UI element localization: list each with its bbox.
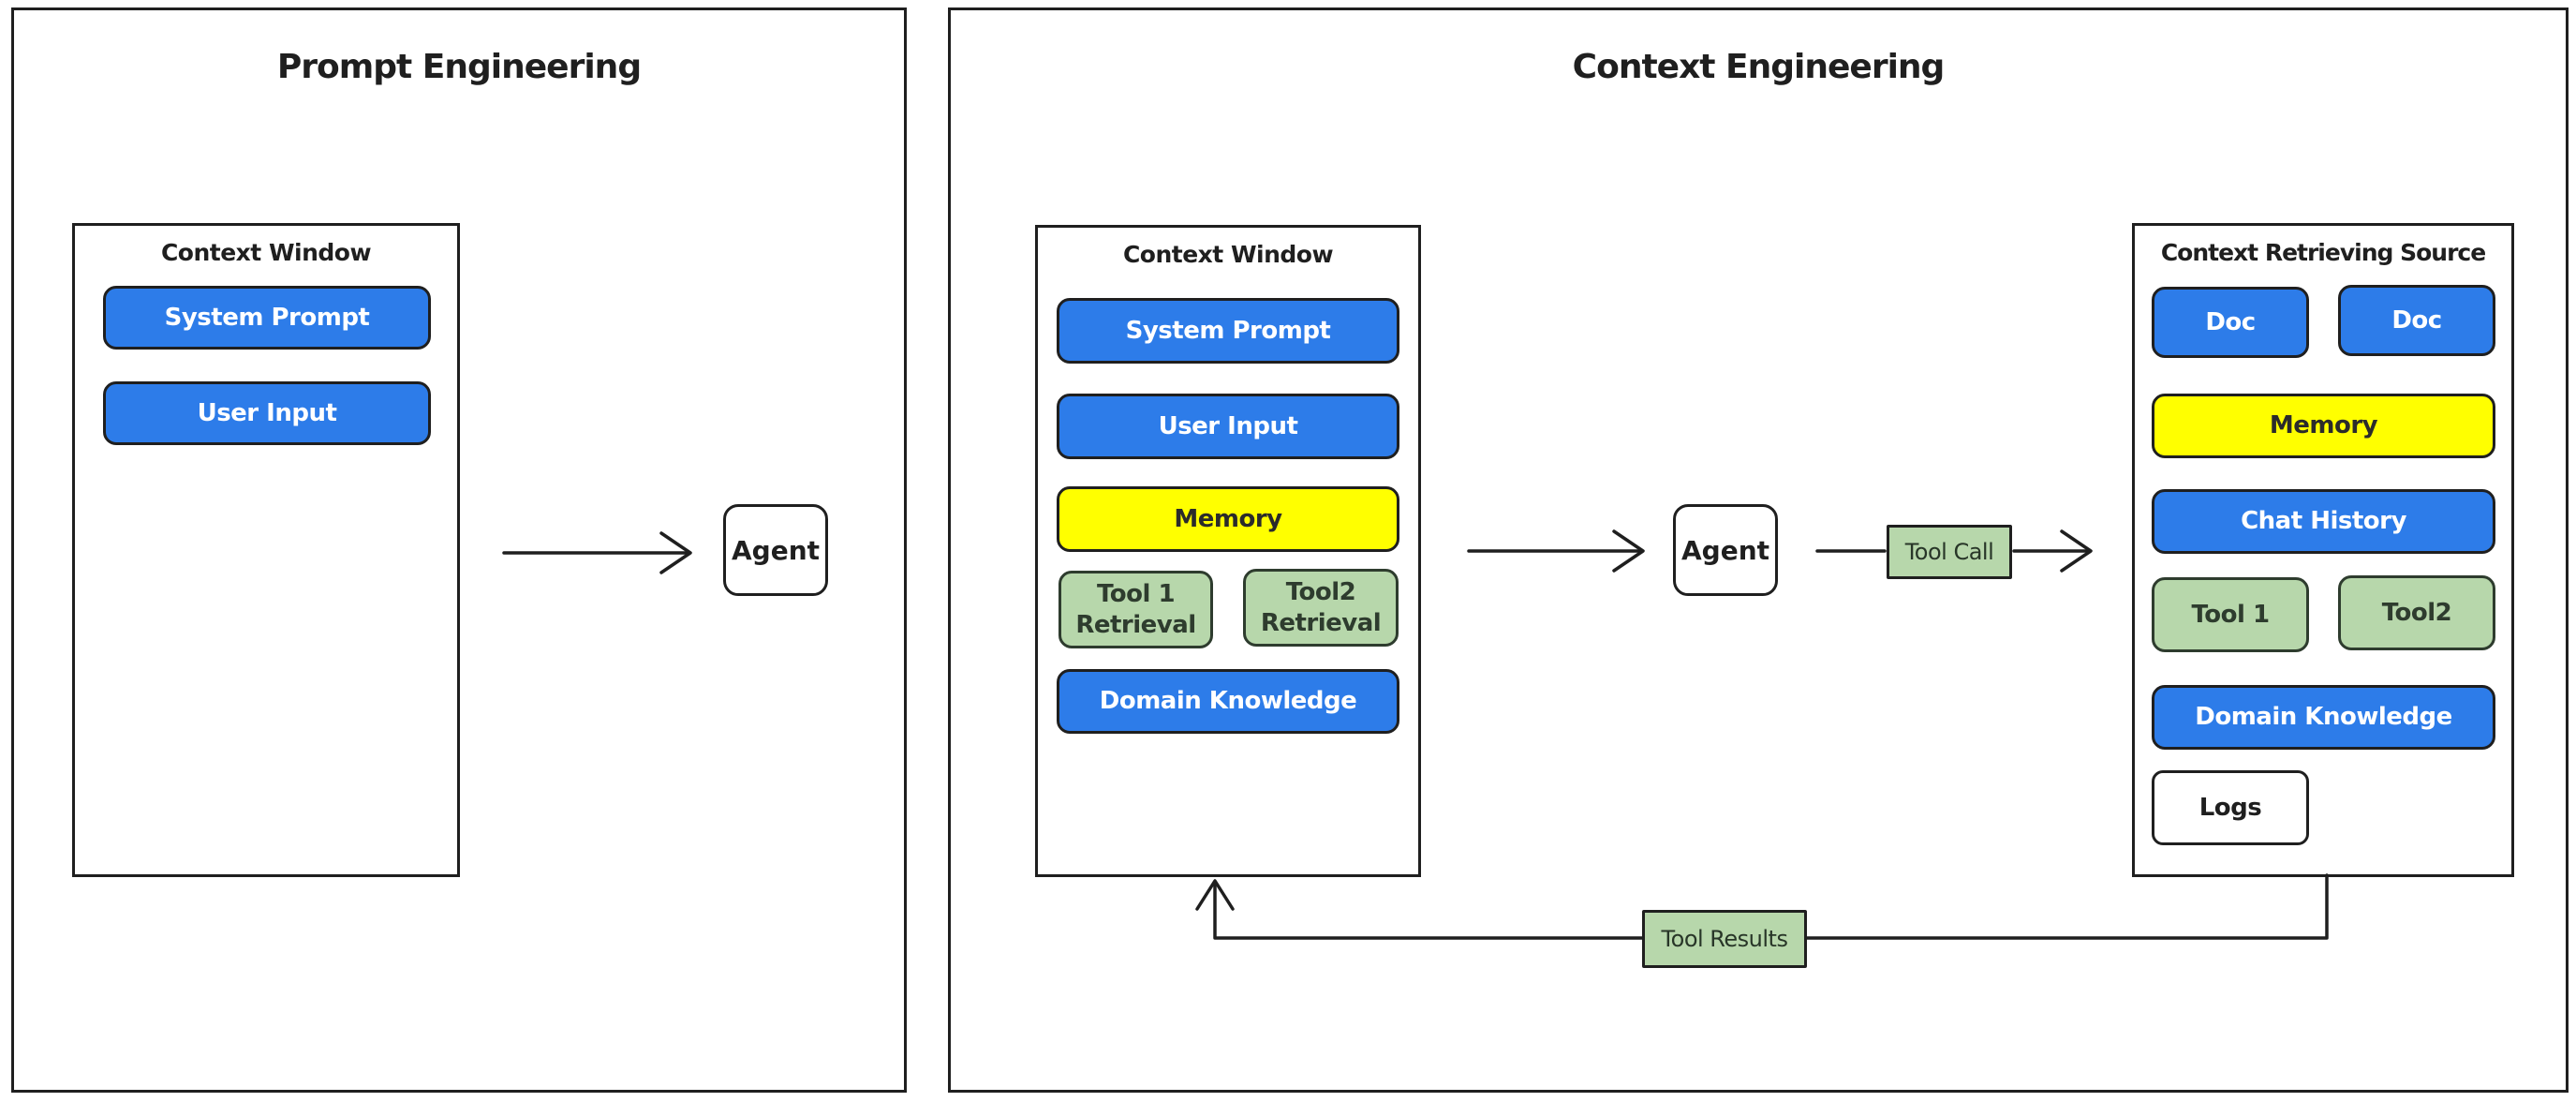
- doc-box-2: Doc: [2338, 285, 2495, 356]
- domain-knowledge-source-label: Domain Knowledge: [2195, 703, 2452, 732]
- context-retrieving-source-panel: Context Retrieving Source Doc Doc Memory…: [2132, 223, 2514, 877]
- user-input-label: User Input: [197, 398, 337, 427]
- context-window-left: Context Window System Prompt User Input: [72, 223, 460, 877]
- system-prompt-box: System Prompt: [103, 286, 431, 350]
- logs-label: Logs: [2198, 793, 2262, 822]
- context-window-left-title: Context Window: [160, 239, 372, 266]
- tool-results-label: Tool Results: [1661, 926, 1788, 952]
- logs-box: Logs: [2152, 770, 2309, 845]
- user-input-box: User Input: [103, 381, 431, 445]
- tool2-retrieval-label: Tool2 Retrieval: [1260, 578, 1382, 637]
- domain-knowledge-source-box: Domain Knowledge: [2152, 685, 2495, 750]
- tool-call-label: Tool Call: [1904, 539, 1994, 565]
- memory-source-label: Memory: [2269, 411, 2378, 440]
- user-input-box: User Input: [1057, 394, 1399, 459]
- memory-label: Memory: [1174, 504, 1282, 533]
- tool1-box: Tool 1: [2152, 577, 2309, 652]
- system-prompt-box: System Prompt: [1057, 298, 1399, 364]
- prompt-engineering-title: Prompt Engineering: [276, 48, 642, 86]
- chat-history-box: Chat History: [2152, 489, 2495, 554]
- agent-left-label: Agent: [731, 534, 821, 566]
- doc-box-1: Doc: [2152, 287, 2309, 358]
- chat-history-label: Chat History: [2241, 507, 2406, 536]
- tool2-box: Tool2: [2338, 575, 2495, 650]
- context-window-right-title: Context Window: [1122, 241, 1334, 268]
- tool1-label: Tool 1: [2191, 600, 2270, 629]
- domain-knowledge-box: Domain Knowledge: [1057, 669, 1399, 734]
- prompt-engineering-panel: Prompt Engineering Context Window System…: [11, 7, 907, 1093]
- doc1-label: Doc: [2205, 307, 2256, 336]
- tool-call-box: Tool Call: [1887, 525, 2012, 579]
- domain-knowledge-label: Domain Knowledge: [1099, 687, 1357, 716]
- context-engineering-title: Context Engineering: [1572, 48, 1946, 86]
- agent-right-label: Agent: [1680, 534, 1770, 566]
- tool1-retrieval-box: Tool 1 Retrieval: [1059, 571, 1213, 648]
- memory-box: Memory: [1057, 486, 1399, 552]
- system-prompt-label: System Prompt: [1125, 316, 1331, 345]
- agent-box-right: Agent: [1673, 504, 1778, 596]
- tool-results-box: Tool Results: [1642, 910, 1807, 968]
- context-retrieving-source-title: Context Retrieving Source: [2160, 239, 2486, 266]
- agent-box-left: Agent: [723, 504, 828, 596]
- tool1-retrieval-label: Tool 1 Retrieval: [1075, 580, 1196, 639]
- tool2-label: Tool2: [2381, 598, 2452, 627]
- user-input-label: User Input: [1158, 411, 1298, 440]
- system-prompt-label: System Prompt: [164, 303, 370, 332]
- context-engineering-panel: Context Engineering Context Window Syste…: [948, 7, 2569, 1093]
- tool2-retrieval-box: Tool2 Retrieval: [1243, 569, 1399, 647]
- doc2-label: Doc: [2391, 305, 2442, 335]
- context-window-right: Context Window System Prompt User Input …: [1035, 225, 1421, 877]
- memory-source-box: Memory: [2152, 394, 2495, 458]
